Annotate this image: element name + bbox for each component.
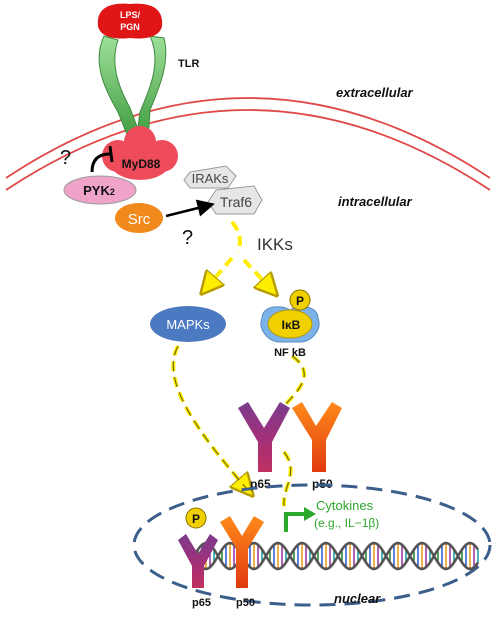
phospho-nuclear-label: P (192, 512, 200, 526)
arrow-mapks-to-nucleus (171, 345, 246, 488)
src-label: Src (128, 211, 151, 228)
nuclear-p65-subunit: p65 (178, 534, 218, 609)
pyk2-label: PYK (83, 183, 110, 198)
nuclear-p50-label: p50 (236, 597, 255, 609)
src-kinase: Src (115, 203, 163, 233)
cytokines-label-line1: Cytokines (316, 498, 374, 513)
svg-text:PYK2: PYK2 (83, 183, 115, 198)
pyk2-subscript: 2 (110, 187, 115, 197)
iraks-label: IRAKs (192, 171, 229, 186)
nuclear-label: nuclear (334, 591, 381, 606)
ligand-lps-pgn: LPS/ PGN (97, 3, 163, 39)
nfkb-label: NF kB (274, 347, 306, 359)
tlr-label: TLR (178, 58, 199, 70)
ikb-label: IκB (282, 318, 301, 332)
inhibition-line-pyk2-myd88 (90, 152, 111, 173)
phospho-ikb-label: P (296, 294, 304, 308)
myd88-label: MyD88 (122, 157, 161, 171)
pyk2-protein: PYK2 (63, 175, 137, 205)
mapks-protein: MAPKs (150, 306, 226, 342)
arrow-ikks-to-ikb (242, 258, 270, 288)
p50-subunit: p50 (292, 402, 342, 491)
nucleus-boundary (132, 483, 492, 607)
pathway-arrow-shadows (172, 345, 305, 507)
nuclear-p65-label: p65 (192, 597, 211, 609)
ligand-label-line2: PGN (120, 22, 140, 32)
iraks-protein: IRAKs (183, 165, 237, 189)
question-mark-2: ? (182, 227, 193, 249)
question-mark-1: ? (60, 147, 71, 169)
phospho-ikb-badge (289, 289, 311, 311)
tlr-receptor (98, 35, 167, 143)
traf6-protein: Traf6 (207, 185, 263, 215)
ikks-label: IKKs (257, 235, 293, 254)
mapks-label: MAPKs (166, 317, 210, 332)
traf6-label: Traf6 (220, 194, 252, 210)
cell-membrane-outer (5, 97, 491, 179)
p65-subunit: p65 (238, 402, 290, 491)
intracellular-label: intracellular (338, 194, 413, 209)
ligand-label-line1: LPS/ (120, 10, 141, 20)
arrow-src-to-traf6 (165, 199, 215, 218)
cytokine-transcription-arrow (284, 507, 316, 532)
cytokines-label-line2: (e.g., IL−1β) (314, 516, 379, 530)
phospho-nuclear-badge (185, 507, 207, 529)
inhibition-bar (108, 145, 114, 163)
arrow-traf6-to-ikks (230, 220, 242, 253)
arrow-ikks-to-mapks (208, 256, 234, 286)
arrow-nfkb-to-dimer (284, 354, 307, 406)
nfkb-ikb-complex: IκB P NF kB (260, 289, 320, 359)
cell-membrane-inner (5, 109, 491, 191)
nuclear-p50-subunit: p50 (220, 516, 264, 609)
extracellular-label: extracellular (336, 85, 414, 100)
pathway-arrows (171, 220, 307, 507)
